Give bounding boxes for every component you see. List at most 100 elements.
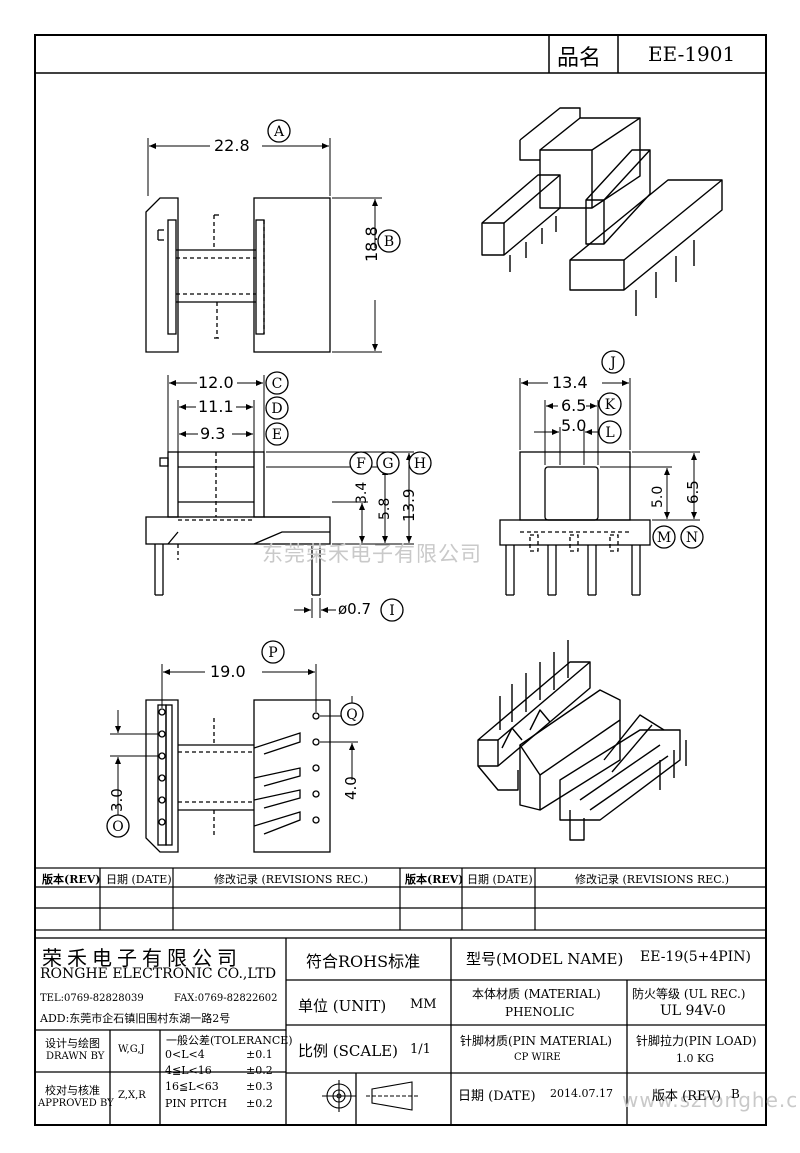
header-part-number: EE-1901 <box>648 42 736 66</box>
marker-k: K <box>598 392 622 416</box>
dim-value-c: 12.0 <box>198 373 234 392</box>
front-view <box>499 451 651 596</box>
dim-o <box>110 710 158 815</box>
dim-value-q: 4.0 <box>342 776 360 800</box>
dim-b <box>332 197 382 353</box>
watermark-text: 东莞荣禾电子有限公司 <box>262 542 482 566</box>
unit-label: 单位 (UNIT) <box>298 997 387 1015</box>
dim-value-k: 6.5 <box>561 396 587 415</box>
company-fax: FAX:0769-82822602 <box>174 993 278 1004</box>
marker-e: E <box>265 422 289 446</box>
dim-jkl <box>519 378 631 465</box>
watermark-url: www.szronghe.cn <box>622 1088 800 1112</box>
tolerance-title: 一般公差(TOLERANCE) <box>166 1034 293 1047</box>
dim-value-o: 3.0 <box>108 788 126 812</box>
dim-i <box>294 598 336 618</box>
drawn-value: W,G,J <box>118 1044 145 1055</box>
title-block-grid <box>34 937 767 1126</box>
marker-letter: C <box>272 376 283 392</box>
tolerance-range-2: 4≦L<16 <box>165 1064 212 1077</box>
material-label: 本体材质 (MATERIAL) <box>472 987 601 1001</box>
dim-value-j: 13.4 <box>552 373 588 392</box>
marker-letter: E <box>272 427 282 443</box>
tolerance-range-3: 16≦L<63 <box>165 1080 219 1093</box>
marker-letter: D <box>271 401 282 417</box>
dim-value-m: 5.0 <box>650 485 666 508</box>
dim-mn <box>600 451 700 521</box>
dim-value-e: 9.3 <box>200 424 226 443</box>
unit-value: MM <box>410 997 437 1012</box>
model-label: 型号(MODEL NAME) <box>466 950 624 968</box>
marker-a: A <box>267 119 291 143</box>
header-box <box>35 35 766 74</box>
pin-material-value: CP WIRE <box>514 1052 561 1063</box>
pin-material-label: 针脚材质(PIN MATERIAL) <box>460 1034 612 1048</box>
tolerance-value-4: ±0.2 <box>246 1097 273 1110</box>
rev-label: 版本 (REV) <box>652 1089 721 1104</box>
marker-letter: K <box>605 397 616 413</box>
pin-load-label: 针脚拉力(PIN LOAD) <box>636 1034 757 1048</box>
rohs-label: 符合ROHS标准 <box>306 952 421 971</box>
header-name-label: 品名 <box>557 46 602 71</box>
dim-value-g: 5.8 <box>377 497 393 520</box>
marker-f: F <box>349 451 373 475</box>
marker-letter: L <box>605 425 614 441</box>
dim-value-p: 19.0 <box>210 662 246 681</box>
marker-letter: O <box>112 819 123 835</box>
marker-letter: B <box>384 234 394 250</box>
scale-value: 1/1 <box>410 1042 431 1057</box>
dim-value-h: 13.9 <box>400 488 418 522</box>
iso-view-top <box>481 107 723 316</box>
tolerance-range-4: PIN PITCH <box>165 1097 227 1110</box>
marker-b: B <box>377 229 401 253</box>
bottom-view <box>145 699 331 853</box>
marker-letter: Q <box>346 707 357 723</box>
marker-n: N <box>680 525 704 549</box>
rev-col-rev-2: 版本(REV) <box>405 873 464 886</box>
marker-m: M <box>652 525 676 549</box>
marker-h: H <box>408 451 432 475</box>
marker-l: L <box>598 420 622 444</box>
dim-value-b: 18.8 <box>362 226 381 262</box>
approved-value: Z,X,R <box>118 1090 146 1101</box>
tolerance-value-2: ±0.2 <box>246 1064 273 1077</box>
marker-q: Q <box>340 702 364 726</box>
marker-letter: H <box>414 456 426 472</box>
dim-value-n: 6.5 <box>684 480 702 504</box>
pin-load-value: 1.0 KG <box>676 1052 714 1065</box>
rev-col-rec-2: 修改记录 (REVISIONS REC.) <box>575 873 730 886</box>
drawn-label-en: DRAWN BY <box>46 1051 105 1062</box>
rev-col-rev: 版本(REV) <box>42 873 101 886</box>
rev-col-rec: 修改记录 (REVISIONS REC.) <box>214 873 369 886</box>
approved-label-cn: 校对与核准 <box>45 1084 100 1097</box>
revision-table <box>34 867 767 931</box>
projection-symbol-icon <box>322 1080 418 1112</box>
marker-letter: J <box>608 355 616 371</box>
iso-view-bottom <box>477 640 687 841</box>
company-address: ADD:东莞市企石镇旧围村东湖一路2号 <box>40 1012 231 1025</box>
marker-i: I <box>380 598 404 622</box>
dim-value-l: 5.0 <box>561 416 587 435</box>
marker-p: P <box>261 640 285 664</box>
dim-q <box>320 696 358 780</box>
tolerance-value-1: ±0.1 <box>246 1048 273 1061</box>
dim-a <box>147 138 331 196</box>
drawn-label-cn: 设计与绘图 <box>45 1037 100 1050</box>
dim-value-i: ø0.7 <box>338 600 372 618</box>
dim-value-a: 22.8 <box>214 136 250 155</box>
marker-letter: F <box>356 456 366 472</box>
company-name-cn: 荣禾电子有限公司 <box>42 946 242 970</box>
marker-o: O <box>106 814 130 838</box>
dim-p <box>161 664 317 712</box>
marker-letter: G <box>382 456 393 472</box>
marker-letter: N <box>686 530 698 546</box>
material-value: PHENOLIC <box>505 1005 575 1019</box>
date-label: 日期 (DATE) <box>458 1089 536 1104</box>
top-view <box>145 197 331 353</box>
marker-letter: M <box>657 530 671 546</box>
approved-label-en: APPROVED BY <box>38 1098 114 1109</box>
rev-col-date: 日期 (DATE) <box>106 873 172 886</box>
marker-letter: P <box>268 645 277 661</box>
company-name-en: RONGHE ELECTRONIC CO.,LTD <box>40 966 277 982</box>
